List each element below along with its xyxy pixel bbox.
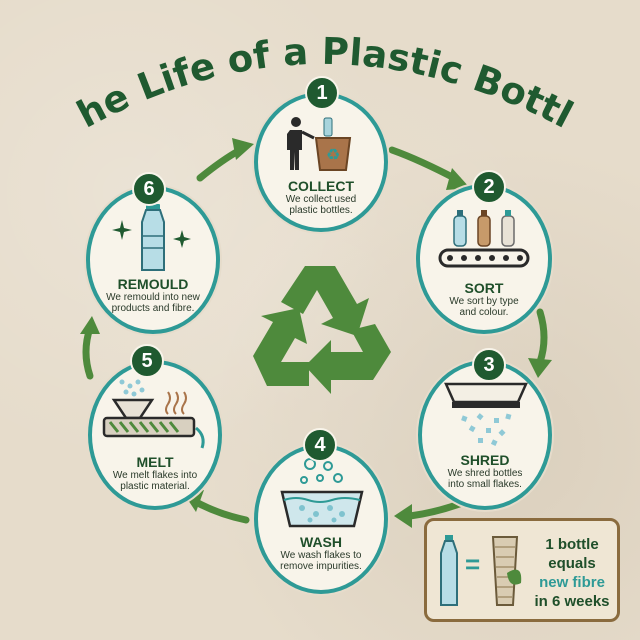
step-desc-line1: We wash flakes to (280, 550, 362, 561)
step-desc-line2: into small flakes. (448, 479, 522, 490)
step-title: SORT (464, 280, 504, 296)
step-wash: WASH We wash flakes to remove impurities… (254, 444, 388, 594)
recycle-symbol-icon (253, 266, 391, 394)
shredder-icon (444, 382, 528, 446)
conveyor-bottles-icon (438, 210, 530, 268)
step-sort: SORT We sort by type and colour. (416, 184, 552, 334)
sparkling-bottle-icon (112, 204, 191, 271)
fibre-info-text: 1 bottle equals new fibre in 6 weeks (525, 535, 619, 611)
step-collect: ♻ COLLECT We collect used plastic bottle… (254, 92, 388, 232)
step-remould: REMOULD We remould into new products and… (86, 186, 220, 334)
step-desc-line2: plastic bottles. (289, 205, 353, 216)
plastic-bottle-icon (440, 535, 458, 606)
step-title: MELT (136, 454, 174, 470)
step-desc-line2: and colour. (459, 307, 509, 318)
step-number-badge: 1 (305, 76, 339, 110)
svg-text:♻: ♻ (326, 145, 340, 164)
step-number-badge: 4 (303, 428, 337, 462)
info-line2: equals (548, 555, 596, 572)
step-number-badge: 5 (130, 344, 164, 378)
info-line3: new fibre (539, 574, 605, 591)
step-desc-line1: We collect used (285, 194, 357, 205)
info-line1: 1 bottle (545, 536, 599, 553)
step-desc-line2: products and fibre. (111, 303, 195, 314)
step-desc-line2: remove impurities. (280, 561, 362, 572)
equals-sign: = (465, 549, 481, 579)
step-title: COLLECT (287, 178, 355, 194)
step-desc-line1: We sort by type (449, 296, 519, 307)
step-desc-line1: We melt flakes into (112, 470, 198, 481)
extruder-icon (102, 379, 205, 449)
step-title: REMOULD (117, 276, 189, 292)
person-recycling-bin-icon: ♻ (287, 117, 352, 171)
step-number-badge: 2 (472, 170, 506, 204)
step-desc-line2: plastic material. (120, 481, 190, 492)
step-desc-line1: We remould into new (106, 292, 200, 303)
step-number-badge: 3 (472, 348, 506, 382)
fibre-info-box: = 1 bottle equals new fibre in 6 weeks (424, 518, 620, 622)
step-melt: MELT We melt flakes into plastic materia… (88, 360, 222, 510)
step-title: SHRED (460, 452, 510, 468)
step-frame (88, 360, 222, 510)
info-line4: in 6 weeks (534, 593, 610, 610)
step-title: WASH (300, 534, 342, 550)
step-shred: SHRED We shred bottles into small flakes… (418, 360, 552, 510)
yarn-spool-leaf-icon (491, 536, 522, 606)
wash-basin-icon (280, 458, 364, 528)
step-number-badge: 6 (132, 172, 166, 206)
step-desc-line1: We shred bottles (447, 468, 523, 479)
